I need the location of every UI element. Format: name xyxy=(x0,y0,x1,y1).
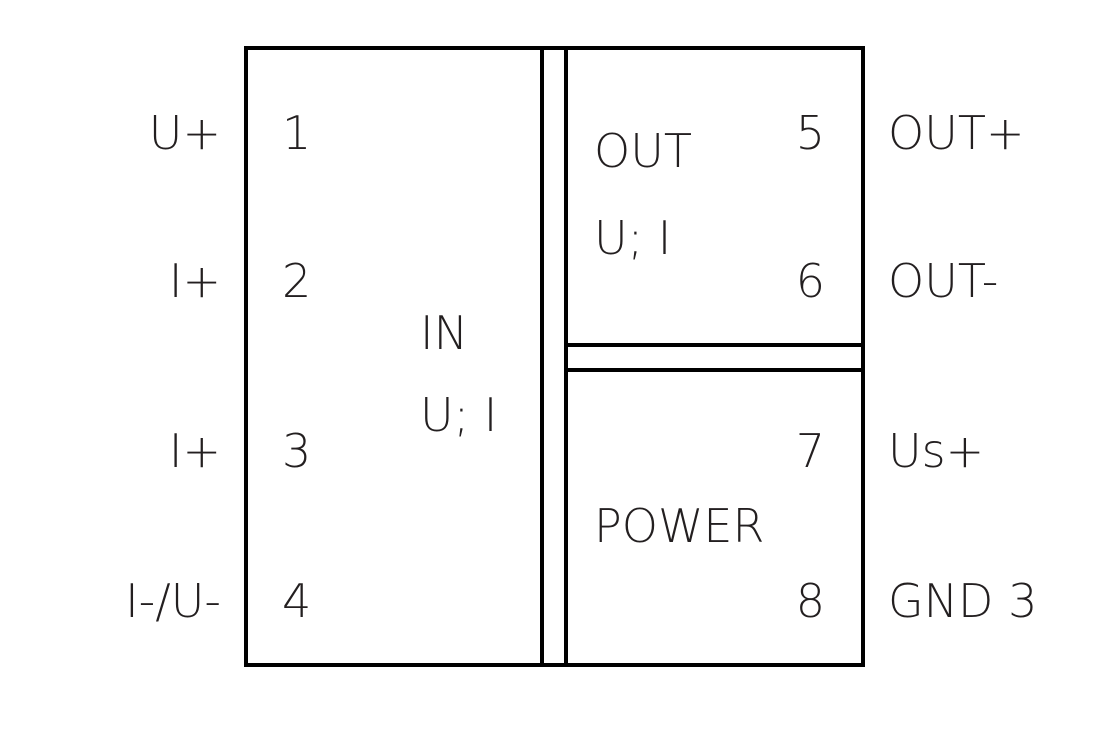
left-label-3: I+ xyxy=(168,424,221,478)
out-title: OUT xyxy=(594,124,692,178)
in-subtitle: U; I xyxy=(420,388,498,442)
right-label-7: Us+ xyxy=(888,424,985,478)
out-subtitle: U; I xyxy=(594,211,672,265)
left-label-4: I-/U- xyxy=(125,574,221,628)
pin-6: 6 xyxy=(795,254,825,308)
right-label-5: OUT+ xyxy=(888,106,1025,160)
outer-box xyxy=(244,46,865,667)
pin-5: 5 xyxy=(795,106,825,160)
pin-7: 7 xyxy=(795,424,825,478)
in-title: IN xyxy=(420,306,468,360)
left-label-1: U+ xyxy=(148,106,221,160)
right-label-8: GND 3 xyxy=(888,574,1038,628)
power-title: POWER xyxy=(594,499,765,553)
pin-8: 8 xyxy=(795,574,825,628)
left-label-2: I+ xyxy=(168,254,221,308)
pin-3: 3 xyxy=(282,424,312,478)
pin-2: 2 xyxy=(282,254,312,308)
pin-1: 1 xyxy=(282,106,312,160)
pin-4: 4 xyxy=(282,574,312,628)
right-label-6: OUT- xyxy=(888,254,999,308)
